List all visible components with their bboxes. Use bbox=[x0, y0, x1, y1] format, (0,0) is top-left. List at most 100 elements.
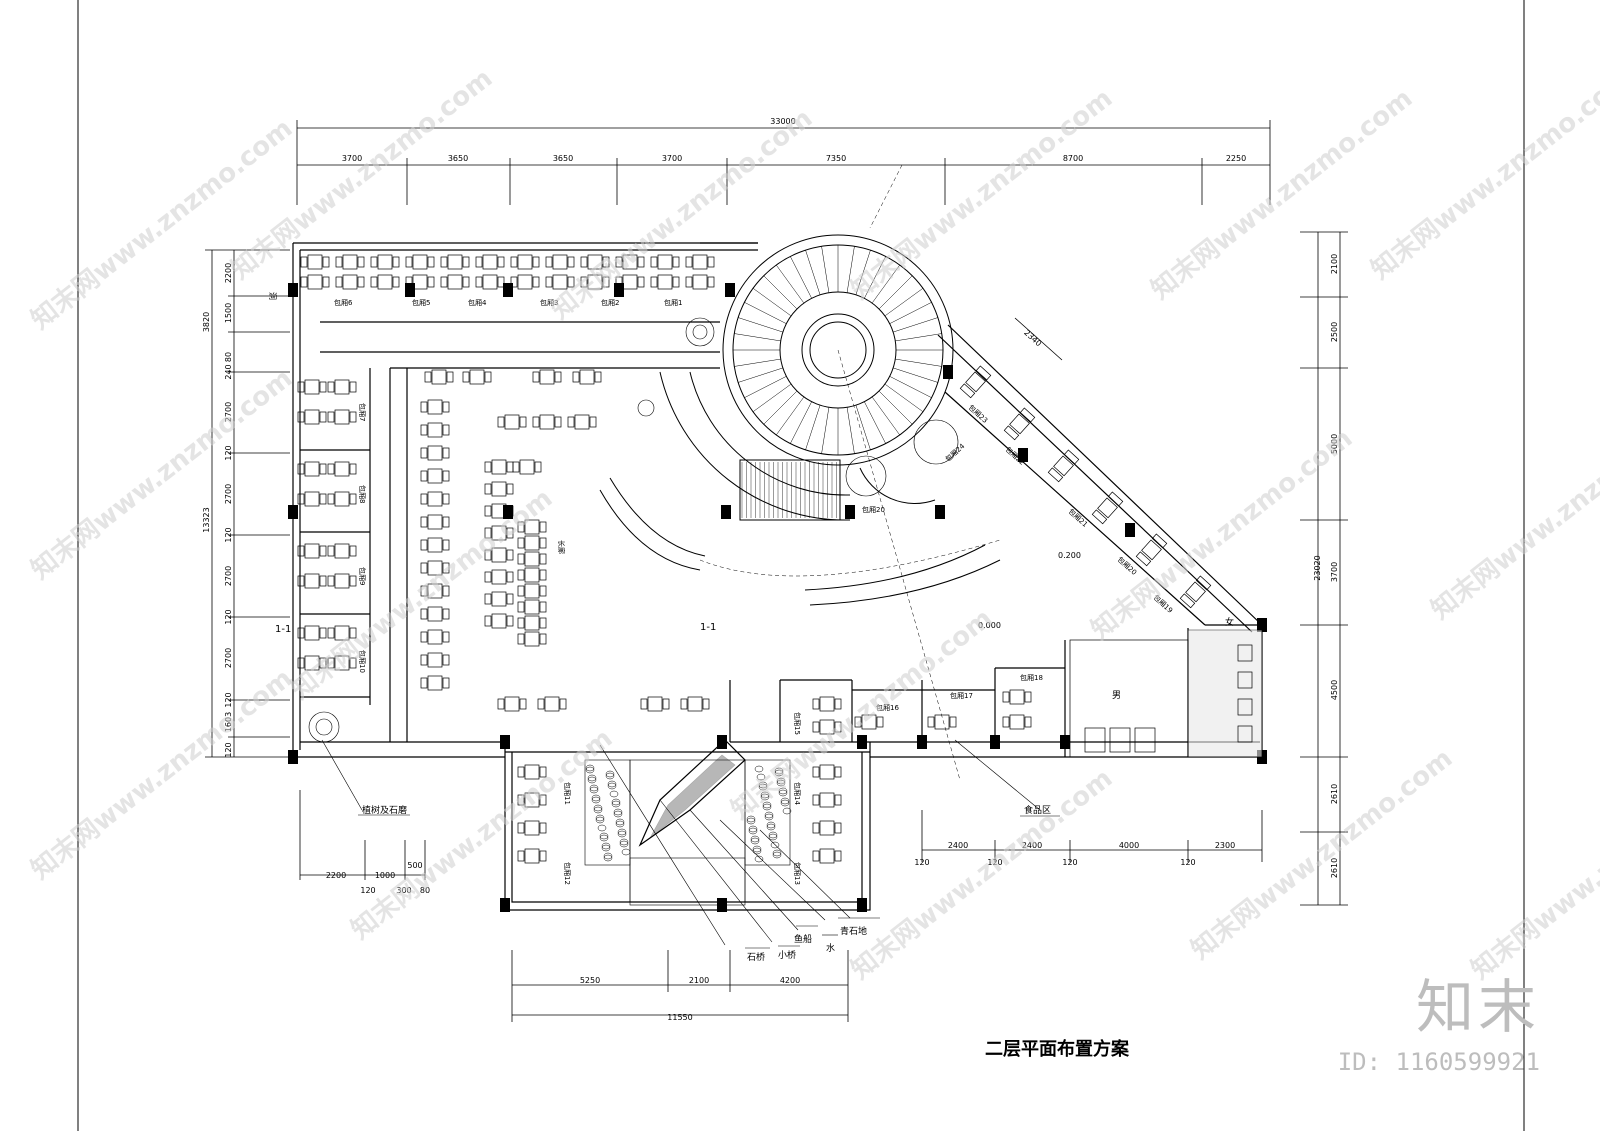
chair bbox=[349, 545, 357, 557]
chair bbox=[442, 677, 450, 689]
column bbox=[288, 505, 298, 519]
chair bbox=[602, 256, 610, 268]
table-cluster bbox=[420, 652, 450, 668]
table-cluster bbox=[517, 519, 547, 535]
chair bbox=[327, 657, 335, 669]
table-cluster bbox=[615, 254, 645, 270]
table-cluster bbox=[297, 409, 327, 425]
stair-tread bbox=[790, 256, 812, 299]
table bbox=[334, 573, 350, 589]
room-label-25: 包厢20 bbox=[862, 505, 885, 514]
table bbox=[1053, 455, 1074, 477]
table bbox=[431, 369, 447, 385]
stair-tread bbox=[805, 250, 821, 295]
chair bbox=[539, 822, 547, 834]
table-cluster bbox=[812, 792, 842, 808]
chair bbox=[405, 256, 413, 268]
chair bbox=[517, 766, 525, 778]
brand-logo: 知末 bbox=[1415, 973, 1540, 1041]
table-cluster bbox=[420, 606, 450, 622]
table bbox=[427, 560, 443, 576]
table-cluster bbox=[1091, 491, 1124, 525]
table-cluster bbox=[370, 254, 400, 270]
stair-tread bbox=[878, 390, 913, 425]
chair bbox=[349, 411, 357, 423]
table bbox=[491, 569, 507, 585]
stair-tread bbox=[734, 358, 781, 367]
pebble bbox=[587, 776, 597, 784]
table bbox=[965, 371, 986, 393]
table-cluster bbox=[484, 547, 514, 563]
left-dimension-lines bbox=[205, 249, 290, 758]
chair bbox=[680, 698, 688, 710]
chair bbox=[949, 716, 957, 728]
pebble bbox=[601, 842, 611, 850]
pebble bbox=[774, 769, 784, 777]
chair bbox=[335, 276, 343, 288]
chair bbox=[1091, 509, 1108, 525]
pebble bbox=[611, 800, 621, 808]
table-cluster bbox=[567, 414, 597, 430]
table-cluster bbox=[854, 714, 884, 730]
chair bbox=[297, 493, 305, 505]
pebble bbox=[772, 851, 782, 859]
pebble bbox=[766, 821, 776, 829]
chair bbox=[349, 657, 357, 669]
chair bbox=[637, 256, 645, 268]
stair-tread bbox=[864, 401, 886, 444]
pebble bbox=[762, 803, 772, 811]
table bbox=[427, 652, 443, 668]
table-cluster bbox=[405, 254, 435, 270]
table-cluster bbox=[1003, 407, 1036, 441]
table bbox=[334, 491, 350, 507]
stair-tread bbox=[821, 407, 830, 454]
br-dim-2: 2400 bbox=[1022, 841, 1042, 850]
table bbox=[524, 848, 540, 864]
column bbox=[500, 735, 510, 749]
chair bbox=[539, 633, 547, 645]
chair bbox=[300, 256, 308, 268]
chair bbox=[349, 575, 357, 587]
left-dim-14: 120 bbox=[224, 742, 233, 757]
chair bbox=[589, 416, 597, 428]
stair-tread bbox=[744, 302, 787, 324]
chair bbox=[497, 698, 505, 710]
chair bbox=[650, 256, 658, 268]
table bbox=[427, 514, 443, 530]
pebble bbox=[748, 825, 758, 833]
pebble bbox=[750, 837, 760, 845]
stair-tread bbox=[790, 401, 812, 444]
chair bbox=[637, 276, 645, 288]
room-label-24: 包厢24 bbox=[943, 441, 966, 463]
watermark-text: 知末网www.znzmo.com bbox=[846, 763, 1118, 985]
pebble bbox=[621, 848, 631, 856]
section-label-center: 1-1 bbox=[700, 622, 716, 633]
stair-tread bbox=[878, 275, 913, 310]
table bbox=[491, 525, 507, 541]
stair-tread bbox=[893, 317, 938, 333]
pebble bbox=[609, 790, 619, 798]
stair-tread bbox=[776, 396, 805, 436]
stair-hatch bbox=[741, 462, 837, 518]
room-label-3: 包厢3 bbox=[540, 298, 558, 307]
pebble bbox=[619, 838, 629, 846]
chair bbox=[517, 569, 525, 581]
table-cluster bbox=[959, 365, 992, 399]
chair bbox=[545, 276, 553, 288]
bluestone-callout: 青石地 bbox=[840, 925, 867, 937]
chair bbox=[420, 493, 428, 505]
table bbox=[504, 414, 520, 430]
pebble bbox=[593, 806, 603, 814]
chair bbox=[1003, 425, 1020, 441]
table-cluster bbox=[1002, 714, 1032, 730]
table-cluster bbox=[484, 613, 514, 629]
chair bbox=[420, 539, 428, 551]
chair bbox=[442, 401, 450, 413]
pebble bbox=[605, 772, 615, 780]
table-cluster bbox=[1135, 533, 1168, 567]
stair-tread bbox=[752, 288, 792, 317]
chair bbox=[297, 545, 305, 557]
dashed-guides bbox=[699, 164, 1001, 781]
chair bbox=[812, 721, 820, 733]
chair bbox=[539, 766, 547, 778]
